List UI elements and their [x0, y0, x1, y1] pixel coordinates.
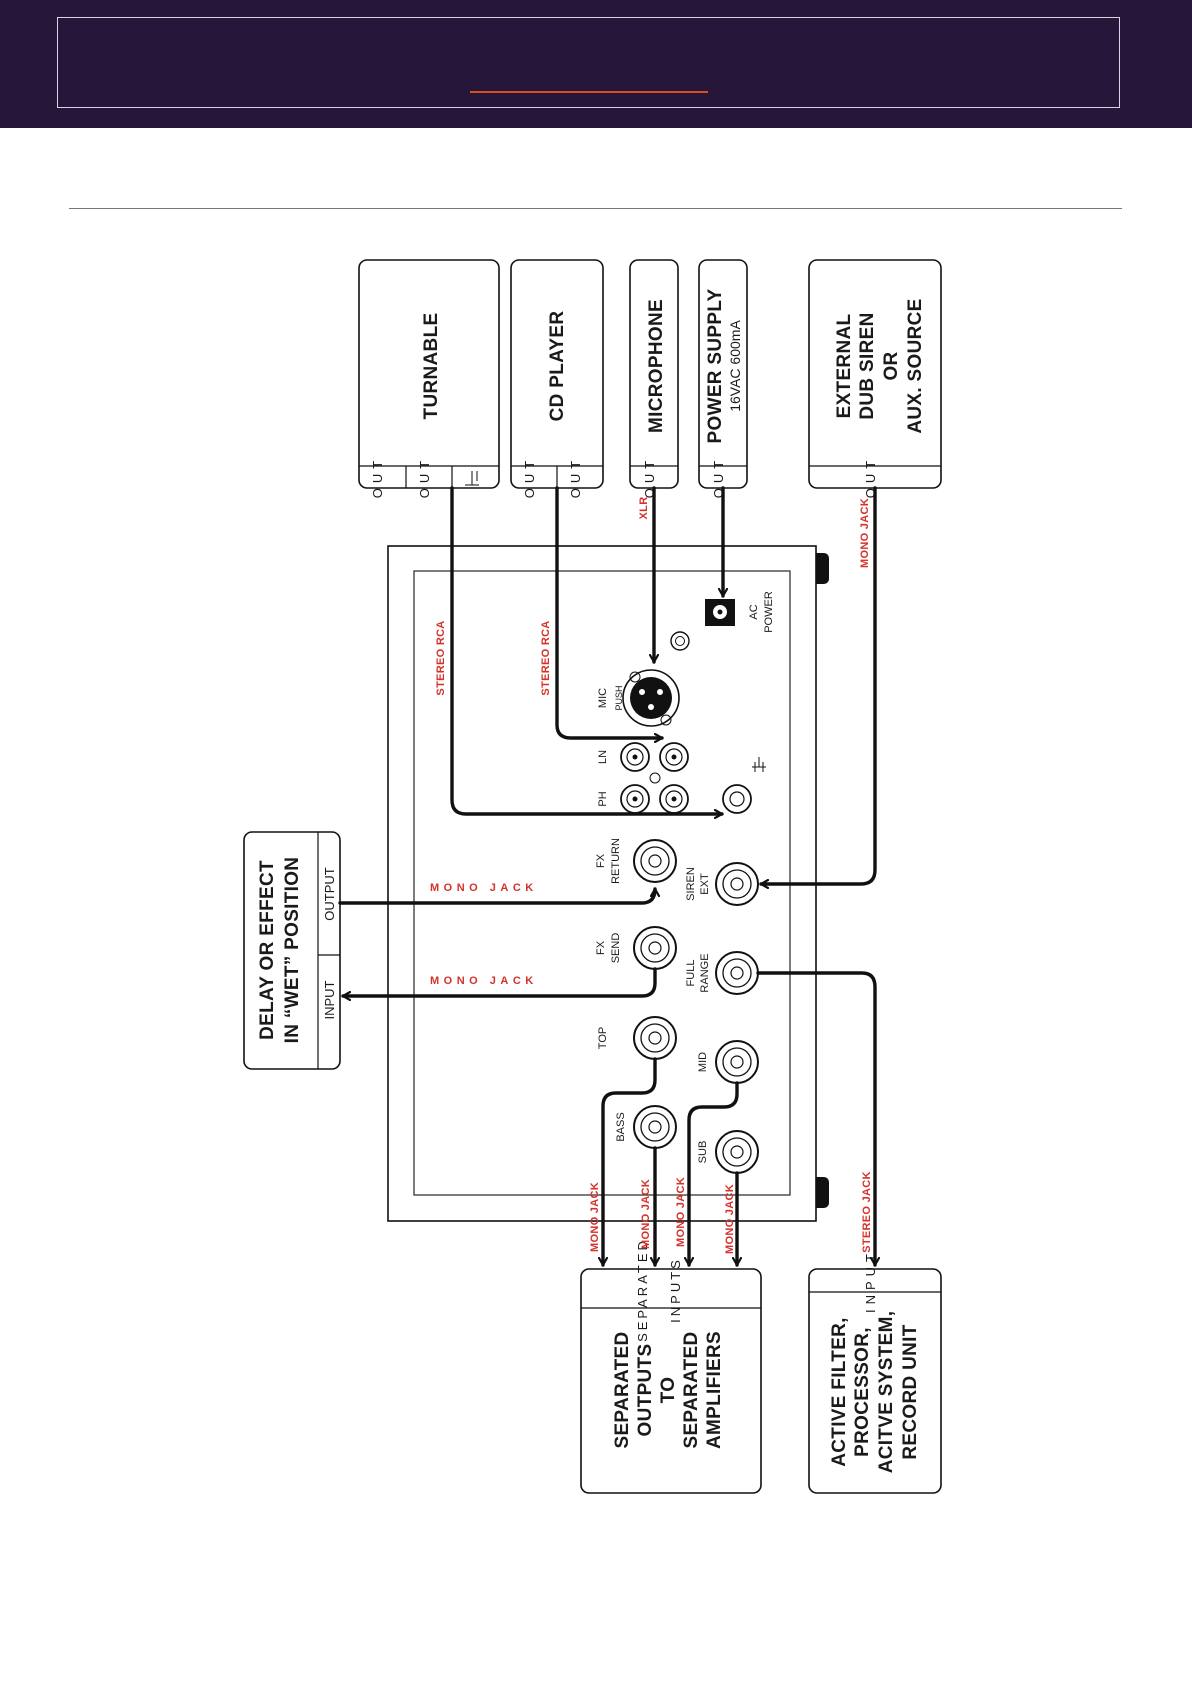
label-push: PUSH: [614, 685, 624, 710]
cable-fx-send: [341, 967, 657, 996]
device-power-supply: POWER SUPPLY 16VAC 600mA OUT: [698, 259, 748, 498]
header-accent-line: [470, 91, 708, 93]
stereo-rca-label-1: STEREO RCA: [435, 620, 447, 695]
stereo-rca-label-2: STEREO RCA: [540, 620, 552, 695]
separated-line-5: AMPLIFIERS: [704, 1331, 725, 1449]
device-external-siren: EXTERNAL DUB SIREN OR AUX. SOURCE OUT: [808, 259, 942, 498]
cd-out-1: OUT: [522, 456, 537, 498]
label-ph: PH: [597, 791, 609, 806]
filter-line-2: PROCESSOR,: [852, 1327, 873, 1457]
siren-line-1: EXTERNAL: [834, 314, 855, 419]
mono-jack-send-label: MONO JACK: [430, 975, 538, 987]
rca-ln-left: [620, 742, 650, 772]
cable-labels: STEREO RCA STEREO RCA XLR MONO JACK MONO…: [430, 497, 873, 1254]
separated-inputs-label-2: INPUTS: [668, 1257, 683, 1323]
panel-foot-bottom: [816, 1177, 829, 1208]
siren-line-3: OR: [881, 351, 902, 380]
delay-line-1: DELAY OR EFFECT: [257, 860, 278, 1040]
device-delay-effect: DELAY OR EFFECT IN “WET” POSITION OUTPUT…: [243, 831, 341, 1070]
mono-jack-out-2-label: MONO JACK: [640, 1179, 652, 1249]
separated-inputs-label-1: SEPARATED: [635, 1238, 650, 1342]
label-range: RANGE: [699, 953, 711, 992]
mono-jack-out-3-label: MONO JACK: [675, 1177, 687, 1247]
separated-line-1: SEPARATED: [612, 1331, 633, 1448]
jack-fx-return: [633, 839, 677, 883]
filter-line-1: ACTIVE FILTER,: [829, 1317, 850, 1467]
label-mid: MID: [697, 1052, 709, 1072]
label-ac: AC: [748, 604, 760, 619]
device-microphone: MICROPHONE OUT: [629, 259, 679, 498]
cable-fx-return: [338, 887, 655, 905]
mono-jack-out-4-label: MONO JACK: [724, 1184, 736, 1254]
label-bass: BASS: [615, 1112, 627, 1141]
header-frame: [57, 17, 1120, 108]
label-full: FULL: [685, 960, 697, 987]
label-ln: LN: [597, 750, 609, 764]
ac-power-socket: [705, 599, 735, 626]
mono-jack-return-label: MONO JACK: [430, 882, 538, 894]
ground-terminal: [722, 757, 766, 814]
panel-jacks: [620, 599, 766, 1174]
filter-line-4: RECORD UNIT: [900, 1324, 921, 1459]
screw-icon: [670, 631, 690, 651]
separated-line-3: TO: [658, 1377, 679, 1404]
label-fx-return-1: FX: [595, 853, 607, 868]
separated-line-4: SEPARATED: [681, 1331, 702, 1448]
label-fx-send-1: FX: [595, 940, 607, 955]
label-fx-return-2: RETURN: [610, 838, 622, 884]
label-sub: SUB: [697, 1141, 709, 1164]
ground-icon: [465, 471, 479, 486]
siren-line-4: AUX. SOURCE: [905, 298, 926, 433]
panel-foot-top: [816, 553, 829, 584]
header-band: [0, 0, 1192, 128]
turntable-out-2: OUT: [417, 456, 432, 498]
label-power: POWER: [763, 591, 775, 633]
label-mic: MIC: [597, 688, 609, 708]
cable-cd-player: [555, 486, 664, 738]
mono-jack-siren-label: MONO JACK: [859, 498, 871, 568]
device-turntable: TURNABLE OUT OUT: [358, 259, 500, 498]
label-siren: SIREN: [685, 867, 697, 901]
label-ext: EXT: [699, 873, 711, 895]
xlr-label: XLR: [638, 497, 650, 520]
mono-jack-out-1-label: MONO JACK: [589, 1182, 601, 1252]
rca-screw-icon: [649, 772, 661, 784]
cable-full-range: [756, 971, 875, 1267]
cable-mid: [689, 1081, 739, 1267]
power-supply-spec: 16VAC 600mA: [727, 320, 743, 412]
cable-siren: [759, 486, 877, 884]
turntable-name: TURNABLE: [421, 313, 442, 420]
cable-top: [603, 1057, 657, 1267]
delay-line-2: IN “WET” POSITION: [282, 857, 303, 1044]
cd-player-name: CD PLAYER: [547, 311, 568, 422]
separated-line-2: OUTPUTS: [635, 1344, 656, 1437]
mic-xlr-socket: [622, 669, 680, 727]
label-top: TOP: [597, 1027, 609, 1049]
device-separated-outputs: SEPARATED OUTPUTS TO SEPARATED AMPLIFIER…: [580, 1238, 762, 1494]
power-supply-name: POWER SUPPLY: [705, 289, 726, 444]
delay-input: INPUT: [322, 980, 337, 1019]
delay-output: OUTPUT: [322, 867, 337, 921]
label-fx-send-2: SEND: [610, 933, 622, 964]
jack-siren-ext: [715, 862, 759, 906]
device-cd-player: CD PLAYER OUT OUT: [510, 259, 604, 498]
siren-line-2: DUB SIREN: [857, 312, 878, 419]
section-divider: [69, 208, 1122, 209]
stereo-jack-label: STEREO JACK: [861, 1171, 873, 1253]
device-active-filter: ACTIVE FILTER, PROCESSOR, ACITVE SYSTEM,…: [808, 1249, 942, 1494]
filter-line-3: ACITVE SYSTEM,: [876, 1311, 897, 1474]
cables: [338, 486, 877, 1267]
microphone-name: MICROPHONE: [646, 299, 667, 433]
turntable-out-1: OUT: [370, 456, 385, 498]
cd-out-2: OUT: [568, 456, 583, 498]
panel-labels: MIC PUSH AC POWER LN PH FX RETURN FX SEN…: [595, 591, 775, 1163]
cable-turntable: [450, 486, 724, 814]
ground-icon: [752, 757, 766, 772]
rca-ln-right: [659, 742, 689, 772]
